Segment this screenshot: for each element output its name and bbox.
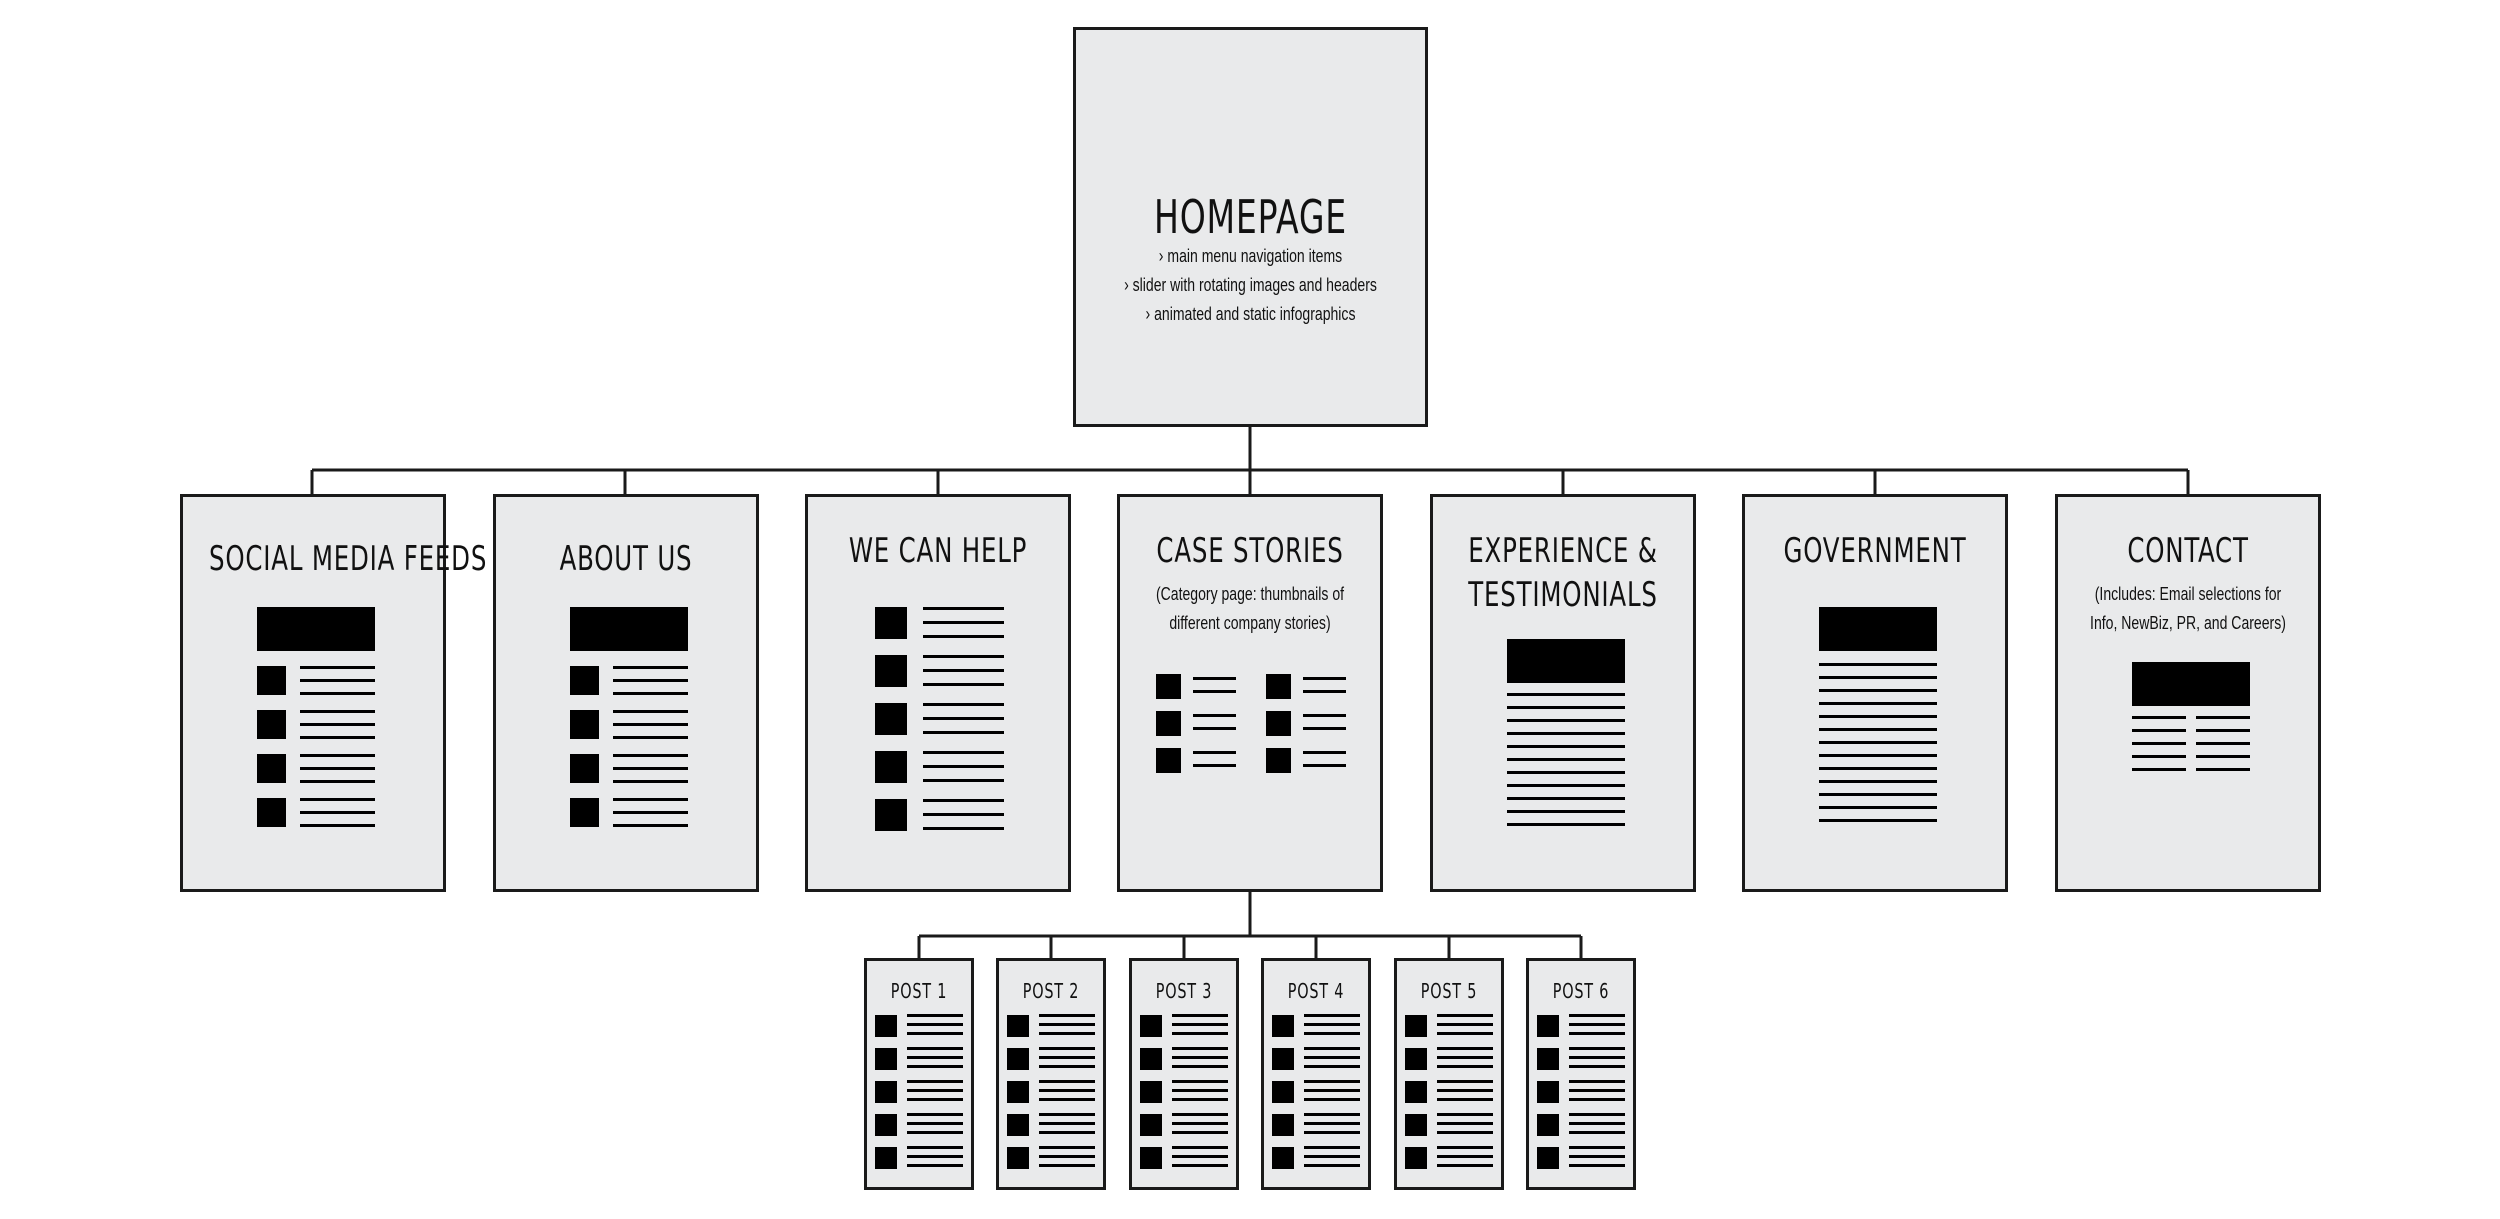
header-image-block: [570, 607, 688, 651]
section-title: GOVERNMENT: [1783, 531, 1967, 571]
section-government: GOVERNMENT: [1742, 494, 2008, 892]
section-we-can-help: WE CAN HELP: [805, 494, 1071, 892]
post-title: POST 3: [1155, 979, 1213, 1003]
post-title: POST 5: [1420, 979, 1478, 1003]
section-contact: CONTACT (Includes: Email selections for …: [2055, 494, 2321, 892]
post-title: POST 4: [1287, 979, 1345, 1003]
post-title: POST 1: [890, 979, 948, 1003]
section-title: ABOUT US: [559, 539, 693, 579]
section-title: SOCIAL MEDIA FEEDS: [209, 539, 488, 579]
post-title: POST 2: [1022, 979, 1080, 1003]
homepage-title: HOMEPAGE: [1153, 190, 1348, 244]
post-title: POST 6: [1552, 979, 1610, 1003]
post-box: POST 1: [864, 958, 974, 1190]
post-box: POST 5: [1394, 958, 1504, 1190]
header-image-block: [1819, 607, 1937, 651]
section-note: (Includes: Email selections for: [2094, 584, 2282, 604]
homepage-bullet: › animated and static infographics: [1145, 304, 1356, 324]
section-note: different company stories): [1169, 613, 1331, 633]
section-note: Info, NewBiz, PR, and Careers): [2090, 613, 2286, 633]
section-title: CASE STORIES: [1156, 531, 1344, 571]
post-box: POST 6: [1526, 958, 1636, 1190]
section-title: TESTIMONIALS: [1468, 575, 1658, 615]
section-title: EXPERIENCE &: [1468, 531, 1658, 571]
section-about-us: ABOUT US: [493, 494, 759, 892]
header-image-block: [2132, 662, 2250, 706]
section-note: (Category page: thumbnails of: [1155, 584, 1345, 604]
homepage-bullet: › slider with rotating images and header…: [1124, 275, 1377, 295]
post-box: POST 3: [1129, 958, 1239, 1190]
homepage-box: HOMEPAGE › main menu navigation items › …: [1073, 27, 1428, 427]
header-image-block: [1507, 639, 1625, 683]
post-box: POST 2: [996, 958, 1106, 1190]
section-experience-testimonials: EXPERIENCE & TESTIMONIALS: [1430, 494, 1696, 892]
section-title: WE CAN HELP: [848, 531, 1028, 571]
post-box: POST 4: [1261, 958, 1371, 1190]
section-social-media-feeds: SOCIAL MEDIA FEEDS: [180, 494, 488, 892]
section-title: CONTACT: [2127, 531, 2249, 571]
header-image-block: [257, 607, 375, 651]
homepage-bullet: › main menu navigation items: [1158, 246, 1343, 266]
section-case-stories: CASE STORIES (Category page: thumbnails …: [1117, 494, 1383, 892]
